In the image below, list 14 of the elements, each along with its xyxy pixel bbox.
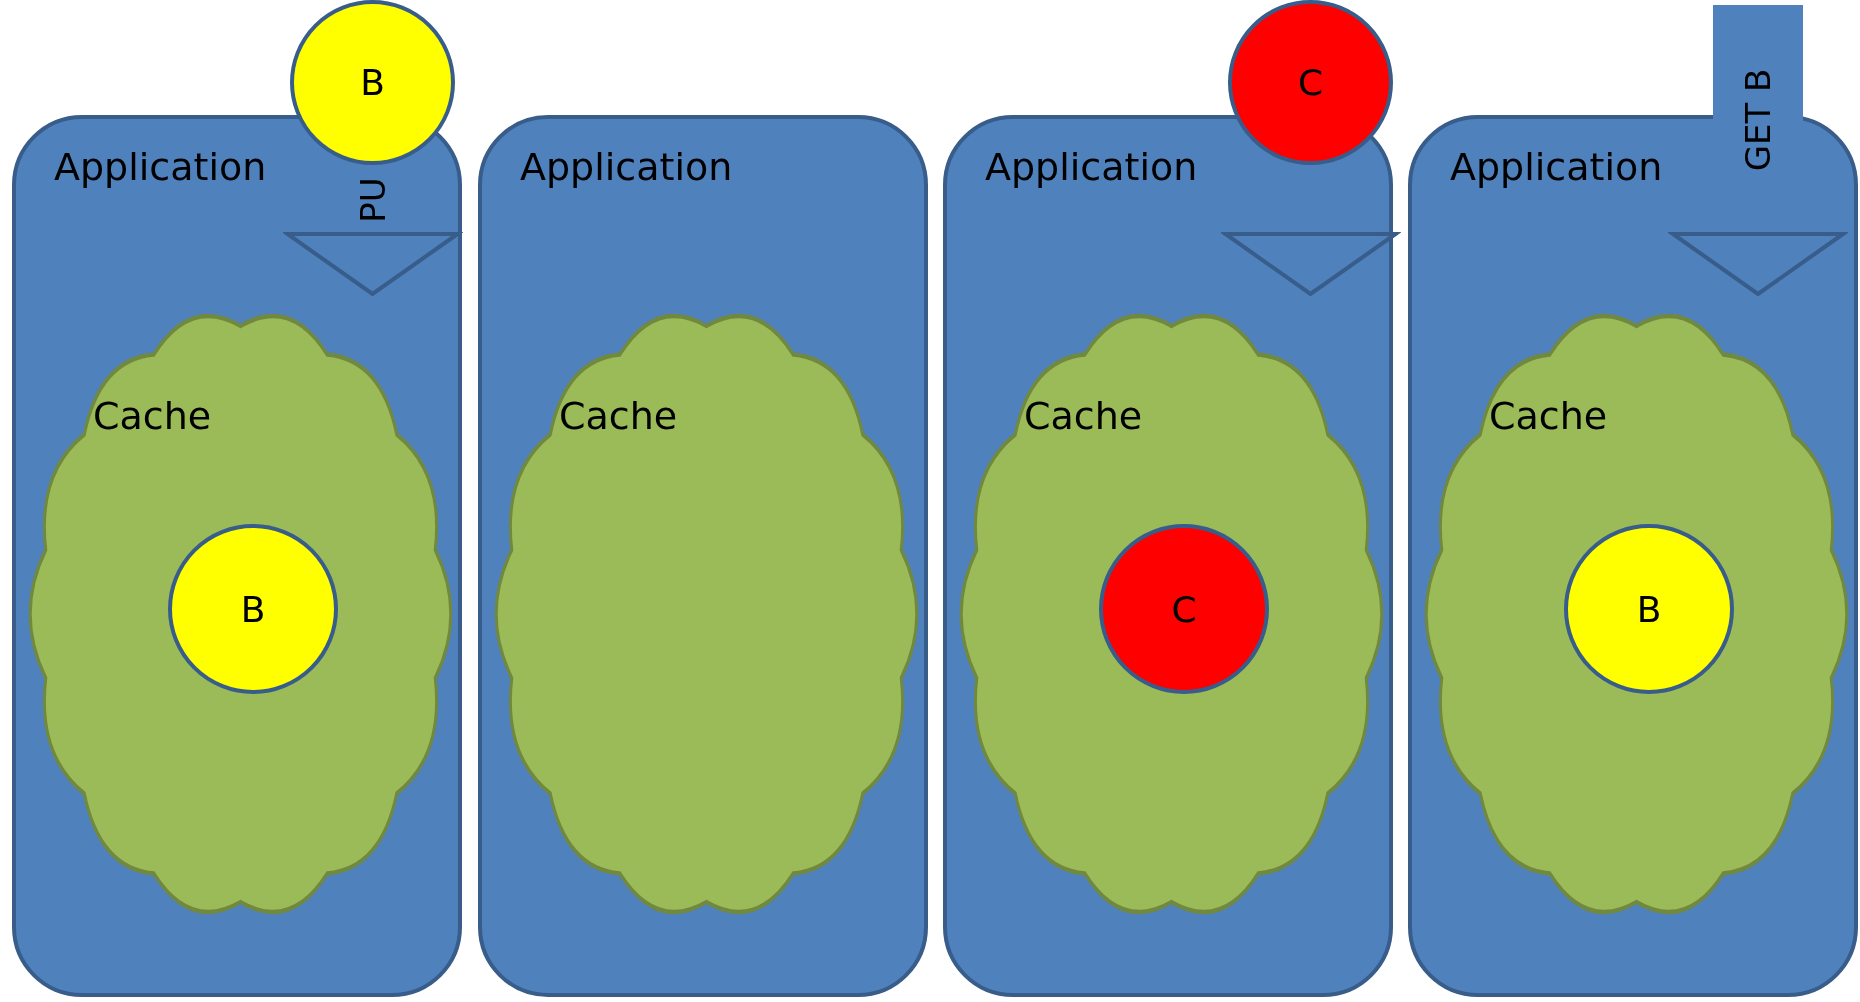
data-item-circle: B [290, 0, 455, 165]
cloud-label: Cache [1024, 394, 1143, 438]
panel-title: Application [520, 145, 733, 189]
cloud-label: Cache [1489, 394, 1608, 438]
panel-title: Application [985, 145, 1198, 189]
application-panel [478, 115, 928, 997]
data-item-circle: C [1228, 0, 1393, 165]
cloud-label: Cache [559, 394, 678, 438]
application-panel [12, 115, 462, 997]
block-arrow [1671, 5, 1845, 296]
panel-title: Application [54, 145, 267, 189]
panel-title: Application [1450, 145, 1663, 189]
application-panel [943, 115, 1393, 997]
cloud-label: Cache [93, 394, 212, 438]
